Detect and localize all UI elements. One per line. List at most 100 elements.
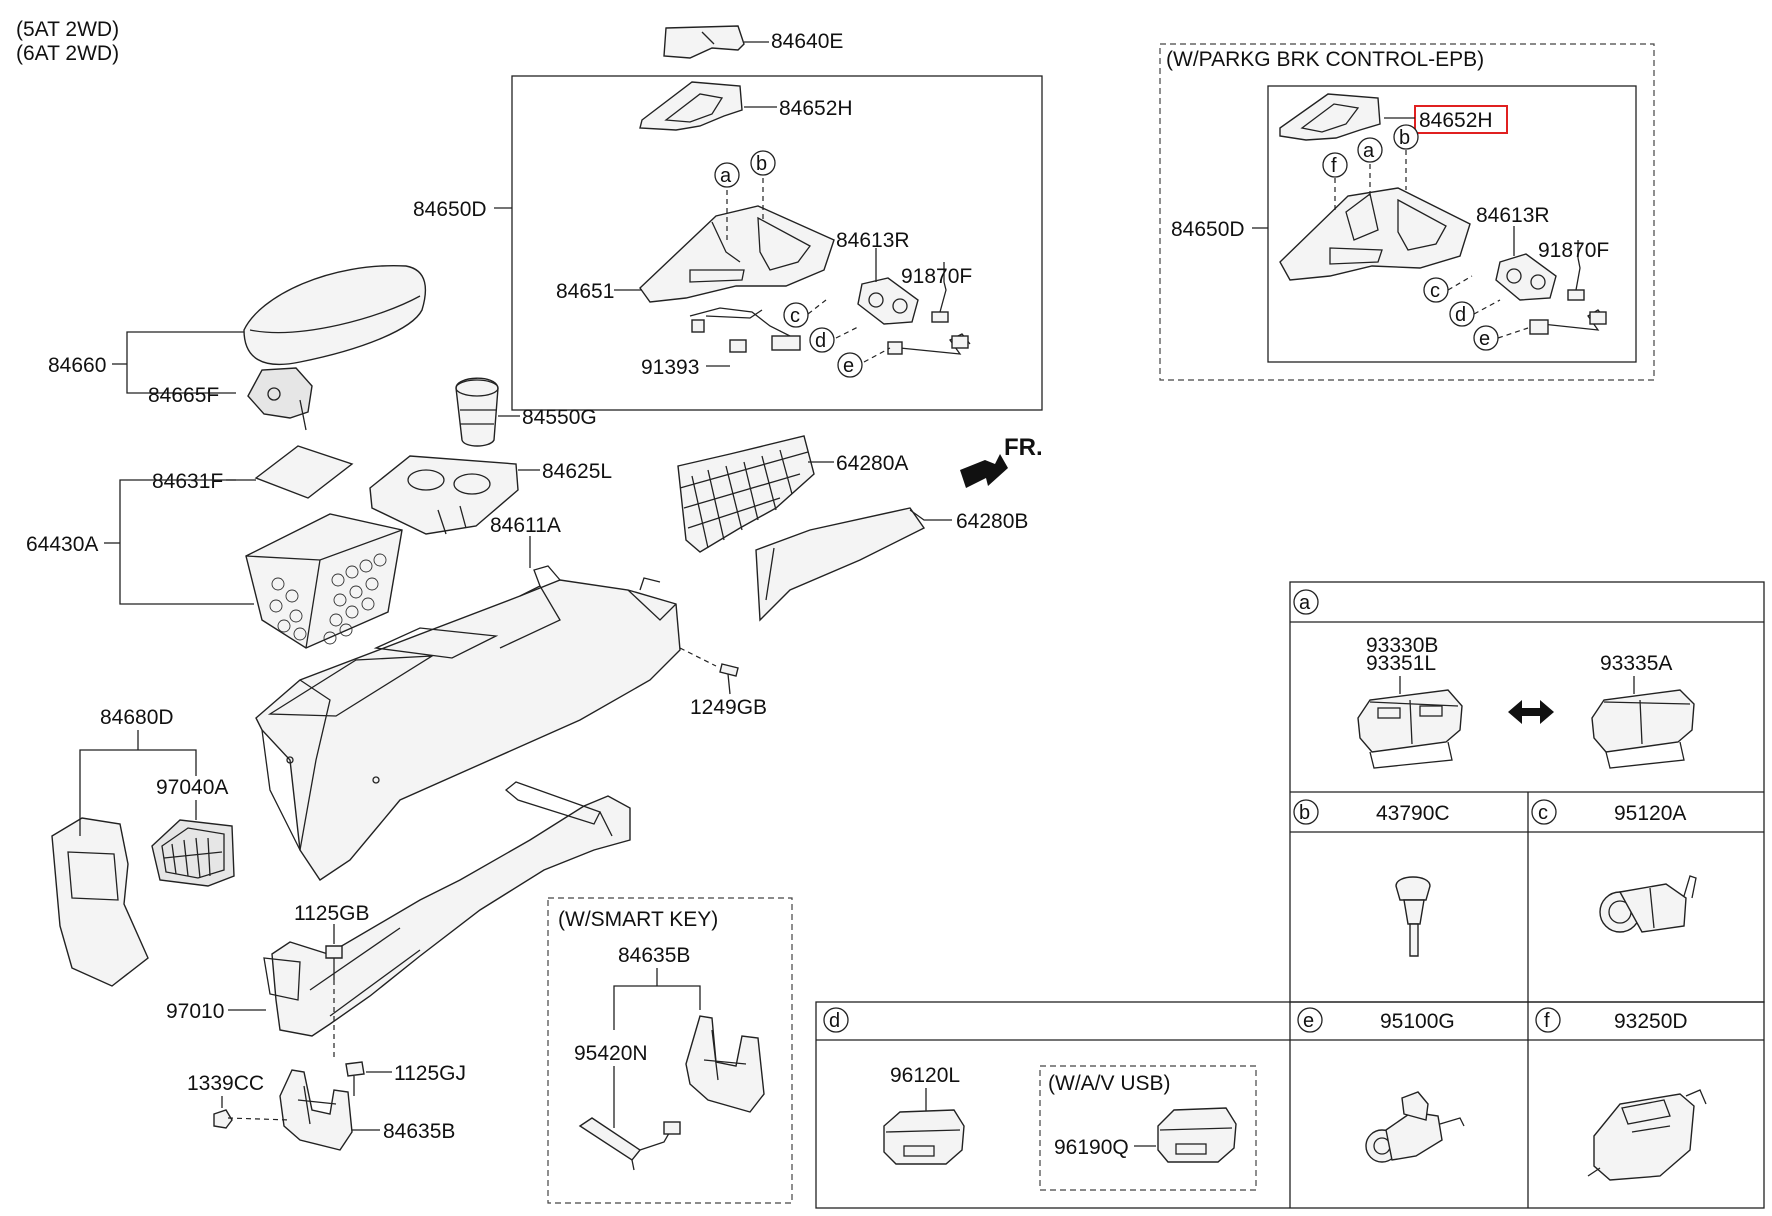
svg-text:b: b [756,153,767,175]
highlight-84652H [1414,105,1508,134]
epb-inner-box [1267,85,1637,363]
label-84611A: 84611A [490,514,561,537]
smart-key-box-title: (W/SMART KEY) [558,908,718,931]
label-84680D: 84680D [100,706,174,729]
part-91393[interactable] [689,307,801,353]
part-84660[interactable] [243,265,427,366]
part-84631F[interactable] [254,445,354,499]
label-84625L: 84625L [542,460,612,483]
svg-text:a: a [1299,592,1311,614]
table-b-part: 43790C [1376,802,1450,825]
svg-text:c: c [1538,802,1548,824]
epb-label-84613R: 84613R [1476,204,1550,227]
part-84652H[interactable] [639,81,743,131]
part-93250D[interactable] [1587,1089,1707,1181]
part-1125GB[interactable] [325,945,343,1060]
label-84550G: 84550G [522,406,597,429]
svg-text:c: c [1430,280,1440,302]
front-label: FR. [1004,434,1043,461]
label-1125GB: 1125GB [294,902,370,925]
label-64280B: 64280B [956,510,1028,533]
callout-c-epb: c [1423,277,1449,303]
epb-part-84652H[interactable] [1279,93,1381,141]
epb-part-91870F[interactable] [1529,257,1607,335]
label-64430A: 64430A [26,533,98,556]
table-c-part: 95120A [1614,802,1686,825]
callout-e-upper: e [837,352,863,378]
part-93335A[interactable] [1591,689,1695,769]
label-84650D: 84650D [413,198,487,221]
part-64280B[interactable] [755,507,926,622]
part-84665F[interactable] [247,367,313,431]
table-callout-a: a [1293,589,1319,615]
table-callout-f: f [1535,1007,1561,1033]
label-84652H: 84652H [779,97,853,120]
double-arrow-icon [1508,700,1554,724]
part-84635B[interactable] [227,1069,353,1151]
svg-text:b: b [1399,127,1410,149]
table-a-part-1: 93330B [1366,634,1438,657]
callout-b-upper: b [750,150,776,176]
part-43790C[interactable] [1395,876,1431,957]
callout-f-epb: f [1322,152,1348,178]
epb-label-91870F: 91870F [1538,239,1609,262]
svg-text:b: b [1299,802,1310,824]
label-64280A: 64280A [836,452,908,475]
part-96120L[interactable] [883,1109,965,1165]
part-97010[interactable] [263,781,631,1037]
part-84613R[interactable] [857,277,919,325]
part-64430A[interactable] [245,513,403,649]
part-84625L[interactable] [369,455,519,535]
label-1249GB: 1249GB [690,696,767,719]
smart-key-part-84635B[interactable] [685,1015,765,1113]
svg-text:f: f [1331,155,1337,177]
label-97010: 97010 [166,1000,224,1023]
table-callout-e: e [1297,1007,1323,1033]
part-95100G[interactable] [1365,1091,1465,1163]
part-97040A[interactable] [151,819,235,887]
label-84631F: 84631F [152,470,223,493]
label-91393: 91393 [641,356,699,379]
part-84550G[interactable] [455,377,499,447]
usb-box-title: (W/A/V USB) [1048,1072,1171,1095]
svg-text:a: a [1363,140,1375,162]
label-84660: 84660 [48,354,106,377]
part-93330B[interactable] [1357,689,1463,769]
callout-b-epb: b [1393,124,1419,150]
part-84640E[interactable] [663,25,745,59]
part-95120A[interactable] [1599,875,1697,933]
svg-text:d: d [829,1010,840,1032]
label-1125GJ: 1125GJ [394,1062,466,1085]
svg-text:d: d [1455,304,1466,326]
part-1339CC[interactable] [213,1109,233,1129]
part-1125GJ[interactable] [345,1061,365,1096]
epb-part-84613R[interactable] [1495,253,1557,301]
smart-key-part-95420N[interactable] [578,1117,681,1171]
part-96190Q[interactable] [1157,1107,1237,1163]
callout-c-upper: c [783,302,809,328]
part-84651[interactable] [639,205,835,303]
epb-box-title: (W/PARKG BRK CONTROL-EPB) [1166,48,1484,71]
epb-part-84650D[interactable] [1279,187,1471,281]
table-callout-c: c [1531,799,1557,825]
part-84611A[interactable] [255,565,681,881]
label-97040A: 97040A [156,776,228,799]
epb-label-84652H: 84652H [1419,109,1493,132]
part-91870F[interactable] [887,281,971,355]
svg-text:c: c [790,305,800,327]
table-d-usb-part: 96190Q [1054,1136,1129,1159]
callout-e-epb: e [1473,325,1499,351]
label-1339CC: 1339CC [187,1072,264,1095]
label-84635B: 84635B [383,1120,455,1143]
label-84640E: 84640E [771,30,843,53]
table-d-part: 96120L [890,1064,960,1087]
part-1249GB[interactable] [679,647,739,695]
variant-label-1: (5AT 2WD) [16,18,119,41]
part-64280A[interactable] [677,435,815,553]
part-84680D[interactable] [51,817,149,987]
epb-variant-box [1159,43,1655,381]
variant-label-2: (6AT 2WD) [16,42,119,65]
svg-text:f: f [1544,1010,1550,1032]
